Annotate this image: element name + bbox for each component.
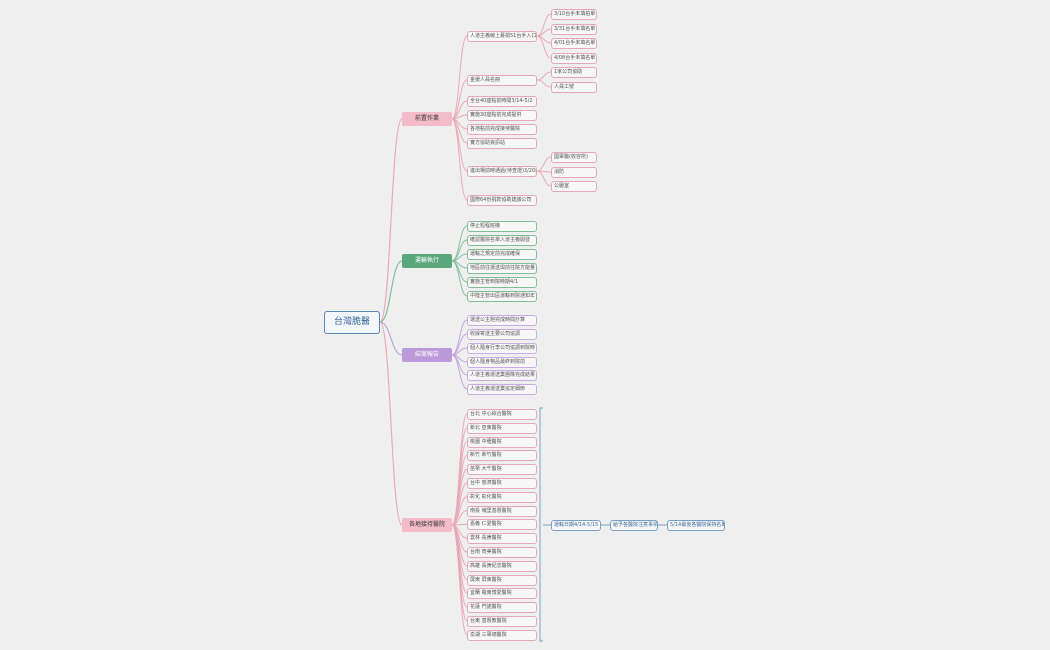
prep-item[interactable]: 各地點前完成接待醫院 <box>467 124 537 135</box>
hospital-item[interactable]: 彰化 彰化醫院 <box>467 491 537 503</box>
hospital-item[interactable]: 屏東 屏東醫院 <box>467 574 537 586</box>
exec-item[interactable]: 確認醫院名單入道主義開發 <box>467 235 537 246</box>
hospital-item[interactable]: 南投 埔里基督醫院 <box>467 505 537 517</box>
hospital-item[interactable]: 雲林 長庚醫院 <box>467 533 537 545</box>
report-item[interactable]: 個人隨身行李公司協調到院時 <box>467 343 537 354</box>
prep-venue-item[interactable]: 國軍醫(收容所) <box>551 152 597 163</box>
prep-item[interactable]: 人道主義線上募捐51台手入口 <box>467 31 537 42</box>
hospital-item[interactable]: 新北 亞東醫院 <box>467 422 537 434</box>
prep-date-item[interactable]: 3/31台手未填名單 <box>551 24 597 35</box>
prep-item[interactable]: 實方協助資訊站 <box>467 138 537 149</box>
report-item[interactable]: 人道主義運送業團隊完成結果 <box>467 370 537 381</box>
root-topic[interactable]: 台灣脆醫 <box>324 311 380 334</box>
prep-staff-item[interactable]: 1家公司協助 <box>551 67 597 78</box>
exec-item[interactable]: 實施主管到院時期4/1 <box>467 277 537 288</box>
prep-item[interactable]: 國際64份捐款協助建議公司 <box>467 195 537 206</box>
prep-item[interactable]: 金援人員名冊 <box>467 75 537 86</box>
prep-staff-item[interactable]: 人員工號 <box>551 82 597 93</box>
hospital-item[interactable]: 新竹 新竹醫院 <box>467 450 537 462</box>
prep-venue-item[interactable]: 公廳室 <box>551 181 597 192</box>
exec-item[interactable]: 運輸之規定前完成確保 <box>467 249 537 260</box>
report-item[interactable]: 人道主義運送業協定細節 <box>467 384 537 395</box>
hospital-item[interactable]: 花蓮 門諾醫院 <box>467 602 537 614</box>
branch-hospitals[interactable]: 各地接待醫院 <box>402 518 452 532</box>
prep-item[interactable]: 全台40座點前時間3/14-5/2 <box>467 96 537 107</box>
hospital-item[interactable]: 台中 慈濟醫院 <box>467 478 537 489</box>
exec-item[interactable]: 地區前往運送與前往院方能量 <box>467 263 537 274</box>
hospital-chain-item[interactable]: 給予各醫院注意事項 <box>610 520 658 531</box>
hospital-item[interactable]: 台南 奇美醫院 <box>467 547 537 558</box>
hospital-item[interactable]: 澎湖 三軍總醫院 <box>467 629 537 641</box>
hospital-chain-item[interactable]: 運輸日期4/14-5/15 <box>551 520 601 531</box>
prep-venue-item[interactable]: 消防 <box>551 167 597 178</box>
hospital-item[interactable]: 嘉義 仁愛醫院 <box>467 519 537 531</box>
prep-date-item[interactable]: 4/01台手未填名單 <box>551 38 597 49</box>
exec-item[interactable]: 停止短程班機 <box>467 221 537 232</box>
prep-item[interactable]: 進出場前時通過(待查證)3/20提供 <box>467 166 537 177</box>
report-item[interactable]: 運送公主題完成時間計算 <box>467 315 537 326</box>
hospital-item[interactable]: 台東 基督教醫院 <box>467 616 537 627</box>
hospital-item[interactable]: 宜蘭 羅東博愛醫院 <box>467 588 537 600</box>
prep-date-item[interactable]: 3/10台手未填拍單 <box>551 9 597 20</box>
hospital-item[interactable]: 高雄 長庚紀念醫院 <box>467 560 537 572</box>
hospital-item[interactable]: 桃園 中壢醫院 <box>467 436 537 448</box>
exec-item[interactable]: 中陸主管出區運輸到院通知年 <box>467 291 537 302</box>
prep-item[interactable]: 實施30座點前完成提供 <box>467 110 537 121</box>
hospital-item[interactable]: 苗栗 大千醫院 <box>467 464 537 476</box>
report-item[interactable]: 個人隨身物品最終到院前 <box>467 357 537 368</box>
hospital-item[interactable]: 台北 中心綜合醫院 <box>467 409 537 420</box>
branch-report[interactable]: 結案報告 <box>402 348 452 362</box>
report-item[interactable]: 收據寄送主要公司協調 <box>467 329 537 340</box>
branch-exec[interactable]: 運輸執行 <box>402 254 452 268</box>
branch-prep[interactable]: 前置作業 <box>402 112 452 126</box>
hospital-chain-item[interactable]: 5/14最後各醫院保持名單 <box>667 520 725 531</box>
prep-date-item[interactable]: 4/08台手未填名單 <box>551 53 597 64</box>
